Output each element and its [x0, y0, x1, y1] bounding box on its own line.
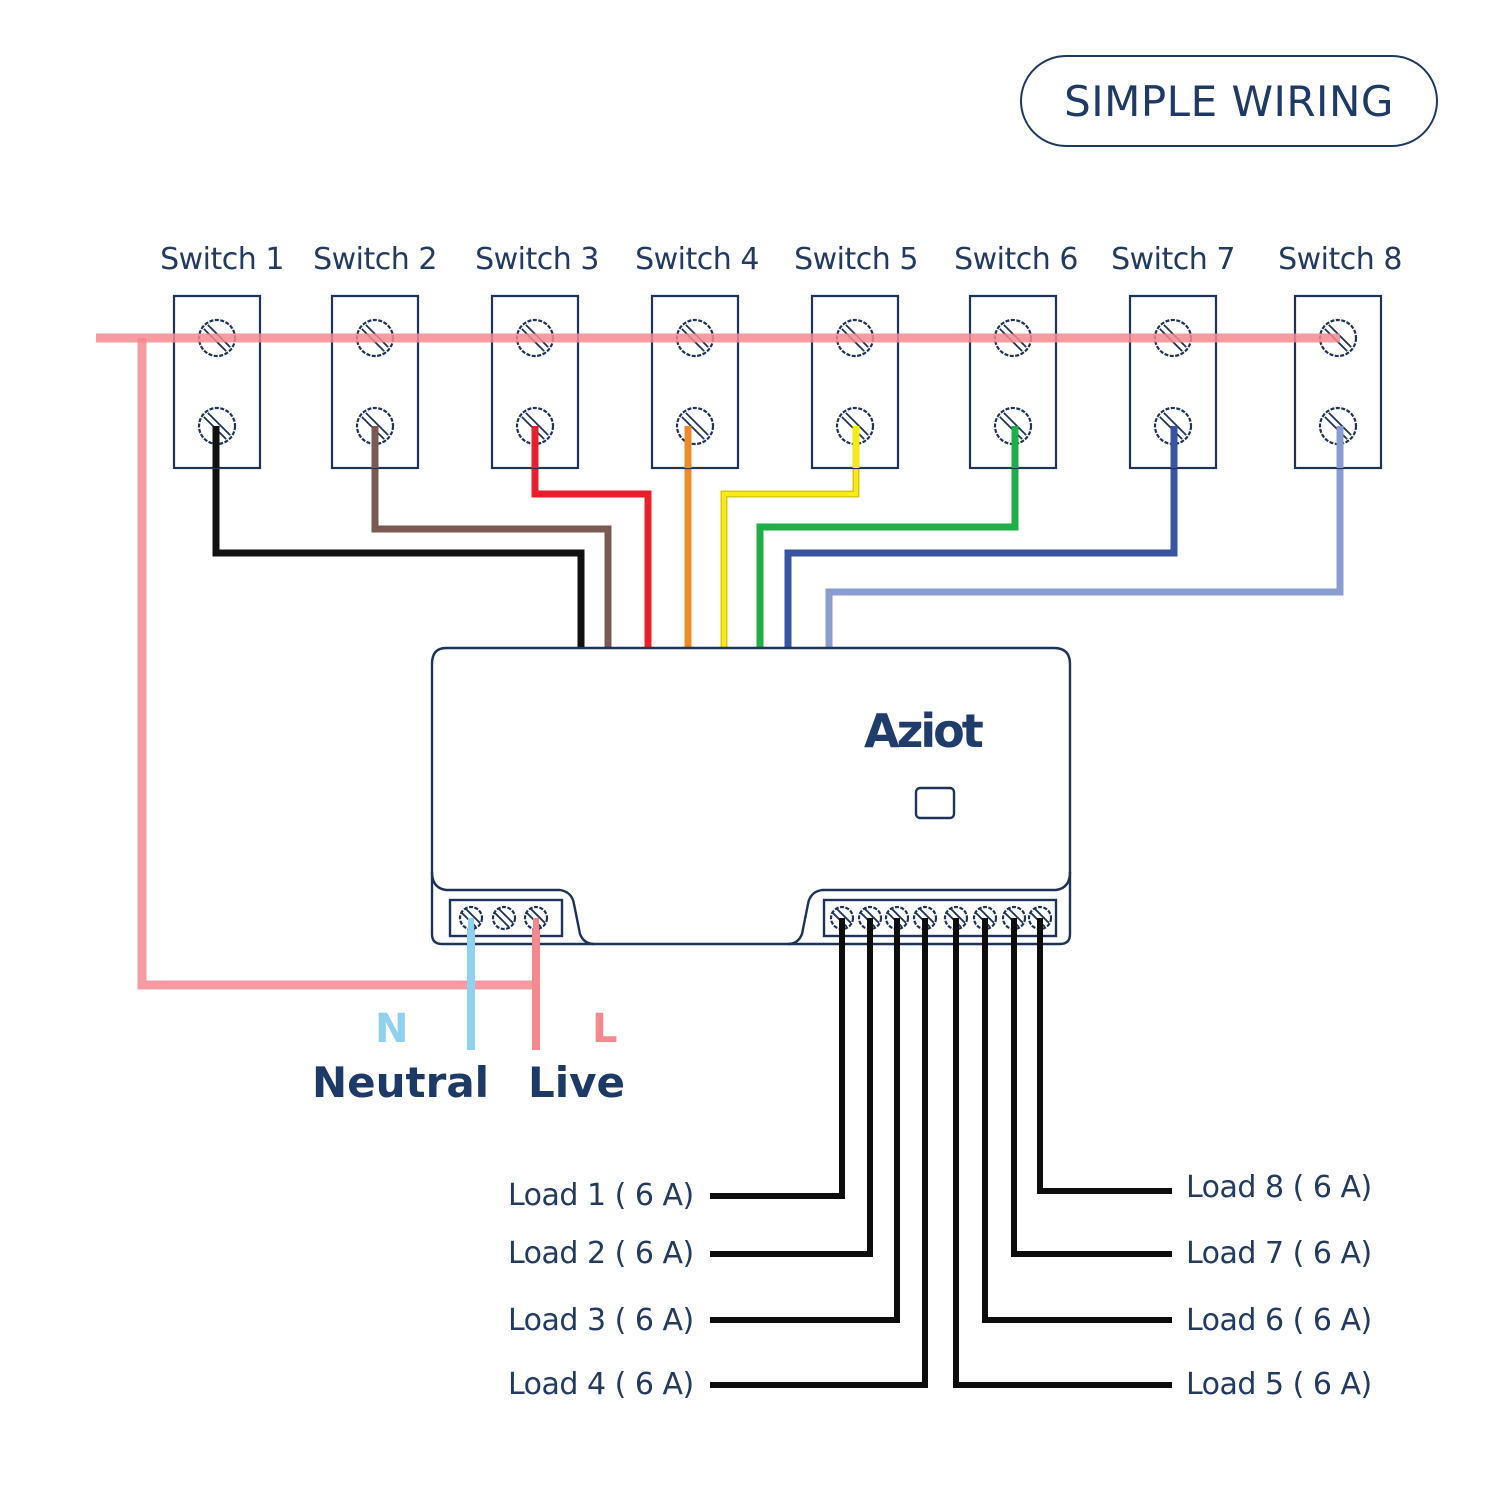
switch-8-label: Switch 8 — [1278, 242, 1402, 277]
load-4-label: Load 4 ( 6 A) — [508, 1367, 694, 1402]
load-7-label: Load 7 ( 6 A) — [1186, 1236, 1372, 1271]
load-6-wire — [982, 918, 1172, 1323]
status-led-icon — [914, 786, 956, 820]
brand-logo: Aziot — [864, 704, 984, 758]
load-1-label: Load 1 ( 6 A) — [508, 1178, 694, 1213]
live-letter: L — [592, 1006, 618, 1052]
bottom-screw-icon — [675, 406, 715, 446]
neutral-label: Neutral — [312, 1058, 490, 1107]
switch-4 — [650, 294, 740, 470]
live-label: Live — [528, 1058, 626, 1107]
live-feed-wire — [137, 338, 536, 990]
switch-6-label: Switch 6 — [954, 242, 1078, 277]
load-8-label: Load 8 ( 6 A) — [1186, 1170, 1372, 1205]
neutral-letter: N — [375, 1006, 409, 1052]
switch-7-wire — [784, 426, 1178, 648]
switch-1-label: Switch 1 — [160, 242, 284, 277]
load-8-wire — [1037, 918, 1172, 1194]
load-7-wire — [1011, 918, 1172, 1257]
switch-7-label: Switch 7 — [1111, 242, 1235, 277]
switch-3-wire — [531, 426, 652, 648]
load-2-label: Load 2 ( 6 A) — [508, 1236, 694, 1271]
switch-5-label: Switch 5 — [794, 242, 918, 277]
switch-8-wire — [825, 426, 1344, 648]
spare-terminal-icon — [491, 905, 517, 931]
switch-box — [650, 294, 740, 470]
load-2-wire — [710, 918, 873, 1257]
title-badge: SIMPLE WIRING — [1020, 55, 1438, 147]
load-6-label: Load 6 ( 6 A) — [1186, 1303, 1372, 1338]
switch-1-wire — [212, 426, 585, 648]
load-4-wire — [710, 918, 928, 1388]
load-3-wire — [710, 918, 900, 1323]
switch-3-label: Switch 3 — [475, 242, 599, 277]
switch-4-label: Switch 4 — [635, 242, 759, 277]
load-1-wire — [710, 918, 845, 1199]
switch-2-wire — [371, 426, 612, 648]
switch-2-label: Switch 2 — [313, 242, 437, 277]
load-5-wire — [953, 918, 1172, 1388]
title-text: SIMPLE WIRING — [1064, 76, 1394, 126]
load-3-label: Load 3 ( 6 A) — [508, 1303, 694, 1338]
switch-6-wire — [756, 426, 1019, 648]
load-5-label: Load 5 ( 6 A) — [1186, 1367, 1372, 1402]
